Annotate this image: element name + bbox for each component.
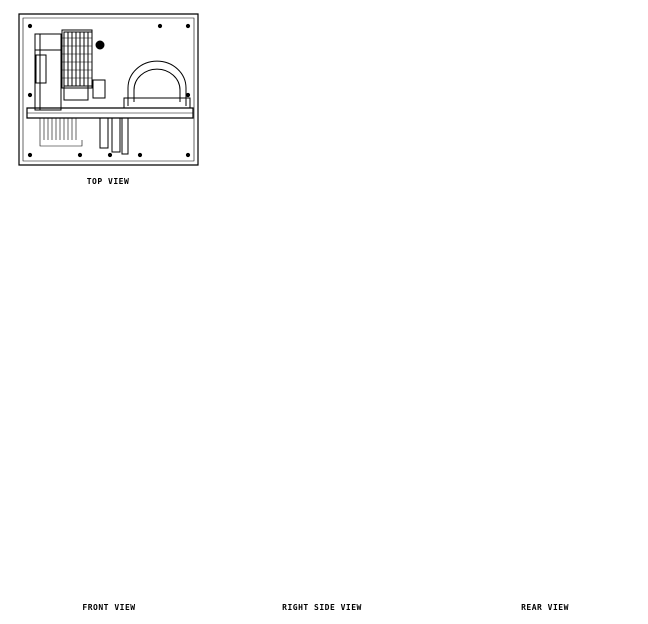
top-view-mount-holes xyxy=(28,24,189,156)
right-side-view-label: RIGHT SIDE VIEW xyxy=(282,603,362,612)
top-view-terminal-block xyxy=(62,30,92,88)
rear-view-label: REAR VIEW xyxy=(521,603,569,612)
top-view-drawing xyxy=(19,14,198,165)
front-view-label: FRONT VIEW xyxy=(82,603,136,612)
top-view-cable-bundle xyxy=(40,118,82,146)
top-view-label: TOP VIEW xyxy=(86,177,130,186)
